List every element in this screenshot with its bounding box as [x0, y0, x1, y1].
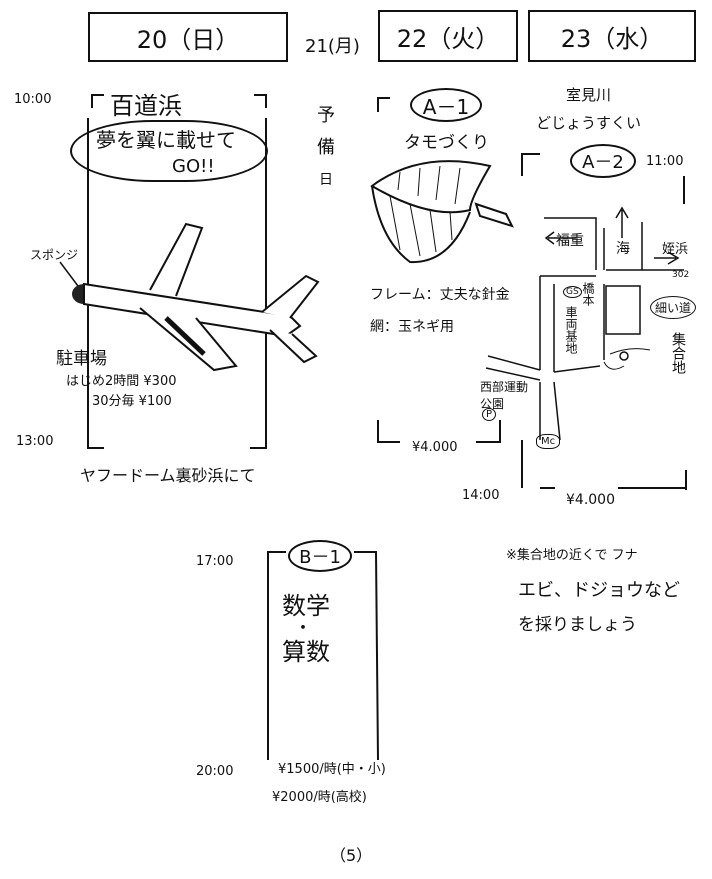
- col20-time-start: 10:00: [14, 92, 52, 107]
- map-fukushige: 福重: [556, 233, 584, 249]
- evening-price-2: ¥2000/時(高校): [272, 790, 367, 805]
- evening-subject-2: 算数: [282, 638, 330, 666]
- col23-code: A－2: [570, 144, 636, 178]
- map-parking: P: [482, 408, 497, 421]
- col22-title: タモづくり: [404, 133, 489, 153]
- map-hashimoto: 橋本: [581, 282, 595, 306]
- parking-rate-2: 30分毎 ¥100: [92, 394, 172, 409]
- col23-time-end: 14:00: [462, 488, 500, 503]
- map-park: 西部運動公園: [480, 380, 529, 411]
- col22-net: 網：玉ネギ用: [370, 319, 454, 335]
- col22-price: ¥4.000: [412, 440, 458, 455]
- col23-note-2: エビ、ドジョウなど: [518, 580, 680, 601]
- day-header-20-label: 20（日）: [136, 25, 240, 54]
- col23-price: ¥4.000: [566, 492, 615, 508]
- map-umi: 海: [616, 241, 630, 257]
- parking-rate-1: はじめ2時間 ¥300: [66, 374, 177, 389]
- day-header-22: 22（火）: [378, 10, 518, 62]
- slogan-bubble: [70, 120, 268, 182]
- reserve-char-3: 日: [319, 172, 333, 188]
- reserve-char-2: 備: [317, 137, 335, 158]
- day-header-22-label: 22（火）: [396, 24, 500, 53]
- col23-place: 室見川: [566, 86, 612, 104]
- col20-place: 百道浜: [110, 92, 182, 120]
- col20-time-end: 13:00: [16, 434, 54, 449]
- col23-time-start: 11:00: [646, 154, 684, 169]
- sponge-label: スポンジ: [30, 248, 79, 262]
- map-gs: GS: [563, 286, 582, 298]
- col23-note-3: を採りましょう: [518, 615, 637, 635]
- day-header-20: 20（日）: [88, 12, 288, 62]
- col22-frame: フレーム：丈夫な針金: [370, 287, 510, 303]
- col20-slogan2: GO!!: [172, 156, 215, 177]
- col20-venue: ヤフードーム裏砂浜にて: [80, 466, 256, 485]
- evening-dot: ・: [294, 618, 312, 639]
- col22-code: A－1: [410, 88, 482, 122]
- map-tsutsumi: 細い道: [650, 296, 697, 319]
- col23-note-1: ※集合地の近くで フナ: [506, 548, 638, 563]
- map-meeting: 集合地: [670, 332, 686, 374]
- evening-code: B－1: [288, 540, 352, 572]
- evening-subject-1: 数学: [282, 592, 330, 620]
- day-header-21: 21(月): [305, 36, 360, 57]
- map-mc: Mc: [536, 434, 561, 449]
- col21-reserve: 予 備 日: [314, 100, 338, 196]
- map-route: 302: [672, 270, 690, 280]
- evening-time-end: 20:00: [196, 764, 234, 779]
- day-header-23: 23（水）: [528, 10, 696, 62]
- map-cemetery: 車両基地: [564, 306, 578, 354]
- col23-activity: どじょうすくい: [536, 114, 642, 132]
- parking-title: 駐車場: [56, 349, 107, 369]
- day-header-23-label: 23（水）: [560, 24, 664, 53]
- map-meinohama: 姪浜: [662, 242, 689, 257]
- page-number: （5）: [330, 846, 373, 865]
- reserve-char-1: 予: [317, 105, 335, 126]
- evening-time-start: 17:00: [196, 554, 234, 569]
- col20-slogan: 夢を翼に載せて: [96, 128, 236, 152]
- evening-price-1: ¥1500/時(中・小): [278, 762, 386, 777]
